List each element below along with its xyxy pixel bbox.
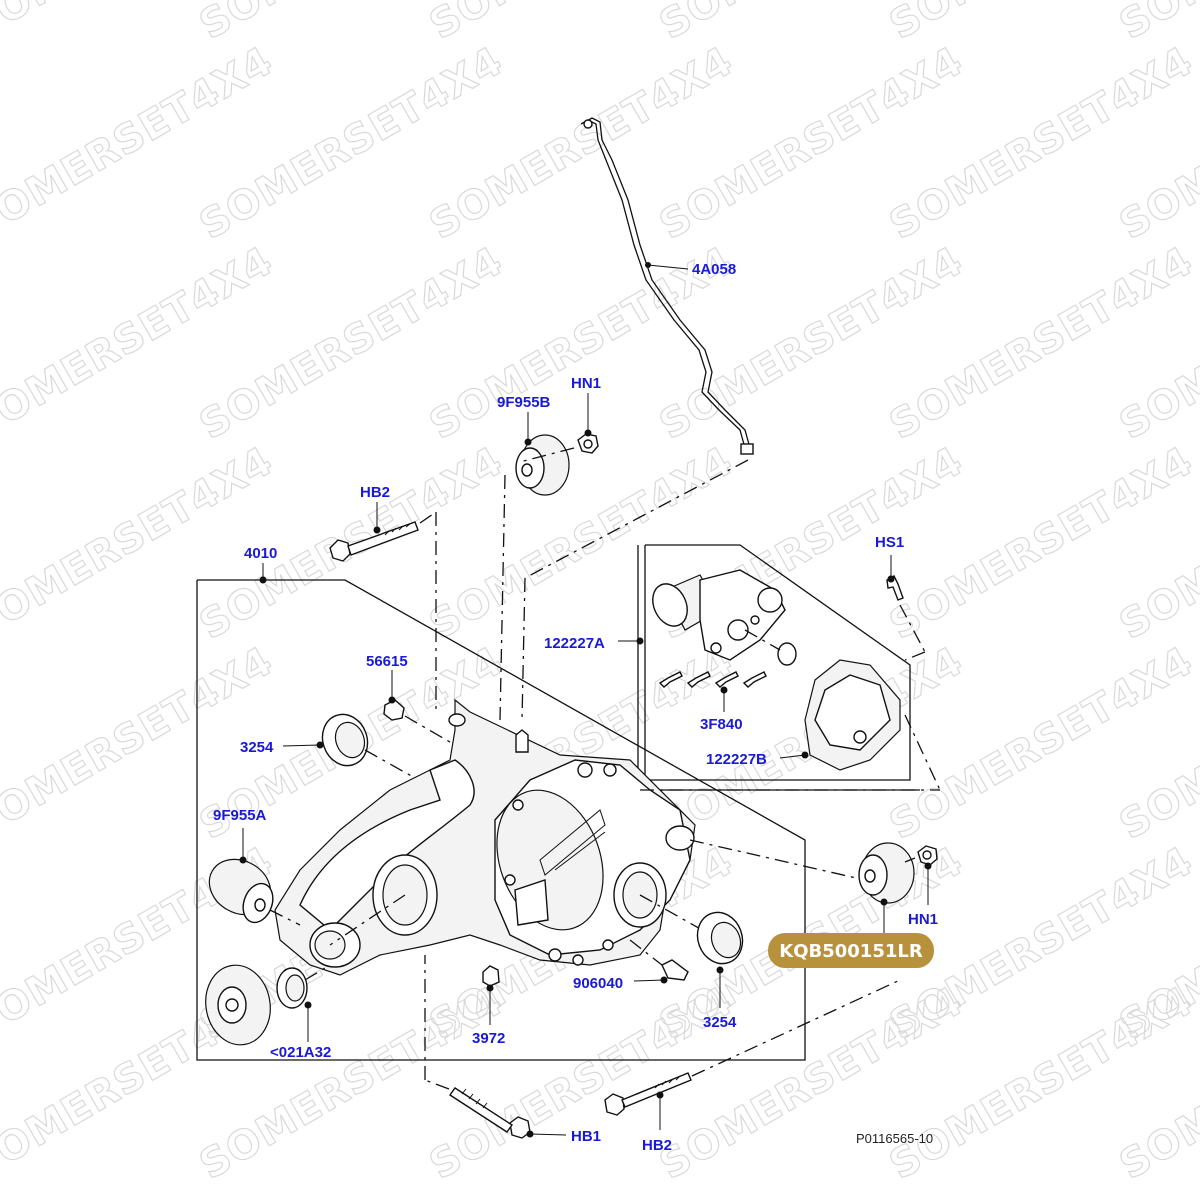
label-actuator-a: 122227A [544,635,605,652]
label-bolt-upper: HB2 [360,484,390,501]
sensor [633,959,689,984]
badge-text[interactable]: KQB500151LR [779,941,923,962]
callout-labels: 4A058 9F955B HN1 HB2 4010 HS1 122227A 3F… [213,261,938,1154]
label-actuator-b: 122227B [706,751,767,768]
label-breather-pipe: 4A058 [692,261,736,278]
label-vent: 56615 [366,653,408,670]
label-actuator-screws: 3F840 [700,716,743,733]
front-bush [208,828,301,926]
flange [205,964,331,1046]
vent [383,670,456,746]
badge-background [768,933,934,968]
rear-bush [858,842,938,938]
label-oil-seal-right: 3254 [703,1014,737,1031]
bolt-lower-2 [604,979,901,1130]
label-plug: 3972 [472,1030,505,1047]
upper-bush [499,393,599,721]
label-bolt-lower-1: HB1 [571,1128,601,1145]
actuator-screws [658,671,767,712]
oil-seal-right [696,911,744,1008]
label-sensor: 906040 [573,975,623,992]
label-rear-bush-nut: HN1 [908,911,938,928]
plug [482,965,500,1025]
part-number-badge[interactable]: KQB500151LR [768,933,934,968]
label-screw-top: HS1 [875,534,904,551]
watermark-text: SOMERSET4X4 [1112,0,1200,49]
oil-seal-left [282,713,416,779]
bolt-lower-1 [424,955,567,1139]
label-bolt-lower-2: HB2 [642,1137,672,1154]
bolt-upper [329,502,437,715]
breather-pipe [521,117,754,721]
reference-code: P0116565-10 [856,1131,933,1146]
actuator-box [618,544,941,791]
label-front-bush: 9F955A [213,807,267,824]
axle-carrier [274,698,940,976]
label-upper-bush-nut: HN1 [571,375,601,392]
label-flange: <021A32 [270,1044,331,1061]
label-oil-seal-left: 3254 [240,739,274,756]
label-carrier: 4010 [244,545,277,562]
label-upper-bush: 9F955B [497,394,551,411]
